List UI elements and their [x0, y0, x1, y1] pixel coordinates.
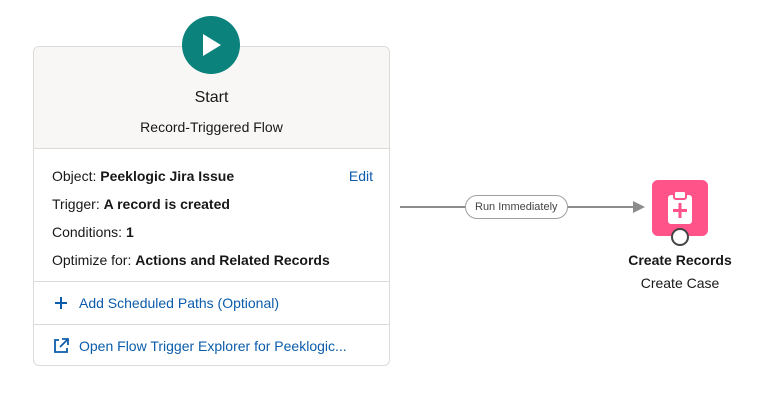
node-connector-handle[interactable] — [671, 228, 689, 246]
object-label: Object: — [52, 168, 97, 184]
object-value: Peeklogic Jira Issue — [100, 168, 235, 184]
optimize-value: Actions and Related Records — [135, 252, 330, 268]
edit-link[interactable]: Edit — [348, 168, 373, 184]
create-records-icon[interactable] — [652, 180, 708, 236]
add-scheduled-paths-link[interactable]: Add Scheduled Paths (Optional) — [52, 294, 279, 312]
open-trigger-explorer-label: Open Flow Trigger Explorer for Peeklogic… — [79, 338, 347, 354]
start-element-card[interactable]: Start Record-Triggered Flow Object: Peek… — [33, 46, 390, 366]
plus-icon — [52, 294, 70, 312]
external-link-icon — [52, 337, 70, 355]
optimize-label: Optimize for: — [52, 252, 132, 268]
run-immediately-badge[interactable]: Run Immediately — [465, 195, 568, 219]
add-scheduled-paths-label: Add Scheduled Paths (Optional) — [79, 295, 280, 311]
trigger-label: Trigger: — [52, 196, 100, 212]
open-trigger-explorer-link[interactable]: Open Flow Trigger Explorer for Peeklogic… — [52, 337, 347, 355]
play-icon[interactable] — [182, 16, 240, 74]
scheduled-paths-section: Add Scheduled Paths (Optional) — [34, 282, 389, 325]
trigger-value: A record is created — [103, 196, 230, 212]
create-records-subtitle: Create Case — [640, 275, 720, 291]
trigger-row: Trigger: A record is created — [52, 196, 230, 212]
start-title: Start — [194, 89, 229, 106]
conditions-row: Conditions: 1 — [52, 224, 134, 240]
optimize-row: Optimize for: Actions and Related Record… — [52, 252, 330, 268]
conditions-value: 1 — [125, 224, 134, 240]
object-row: Object: Peeklogic Jira Issue — [52, 168, 234, 184]
start-subtitle: Record-Triggered Flow — [140, 119, 283, 135]
trigger-details: Object: Peeklogic Jira Issue Edit Trigge… — [34, 150, 389, 282]
create-records-title: Create Records — [628, 252, 732, 268]
conditions-label: Conditions: — [52, 224, 123, 240]
